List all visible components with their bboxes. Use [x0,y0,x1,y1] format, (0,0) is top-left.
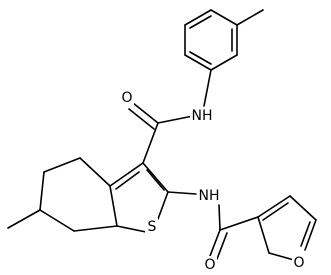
furan-ring [257,195,317,261]
atom-label-amide-nh-bottom: NH [197,187,221,204]
carbonyl-furan-bond [219,216,259,231]
thiophene-ring [109,162,169,233]
svg-text:O: O [293,255,304,271]
tolyl-methyl-bond [236,9,264,26]
top-amide-c3-bond [142,122,159,164]
c2-nh-bond [167,191,197,195]
svg-text:O: O [204,257,215,273]
atom-label-carbonyl-oxygen-top: O [120,89,134,106]
ring-methyl-bond [7,209,41,229]
atom-label-amide-nh-top: NH [190,107,214,124]
top-carbonyl-double-bond-1 [132,102,159,124]
atom-label-furan-oxygen: O [292,254,306,271]
atom-label-carbonyl-oxygen-bottom: O [203,256,217,273]
tolyl-nh-bond [203,69,212,107]
bottom-amide-nc-bond [218,204,221,231]
bottom-carbonyl-double-bond-2 [216,232,228,260]
atom-label-thiophene-sulfur: S [145,218,158,235]
svg-text:O: O [121,90,132,106]
top-carbonyl-double-bond-2 [128,108,155,130]
top-amide-cn-bond [157,115,194,124]
tolyl-ring [184,9,238,71]
svg-text:NH: NH [192,108,213,124]
bottom-carbonyl-double-bond-1 [209,229,221,257]
svg-text:S: S [148,219,157,235]
cyclohexene-ring [39,157,118,232]
svg-text:NH: NH [199,188,220,204]
